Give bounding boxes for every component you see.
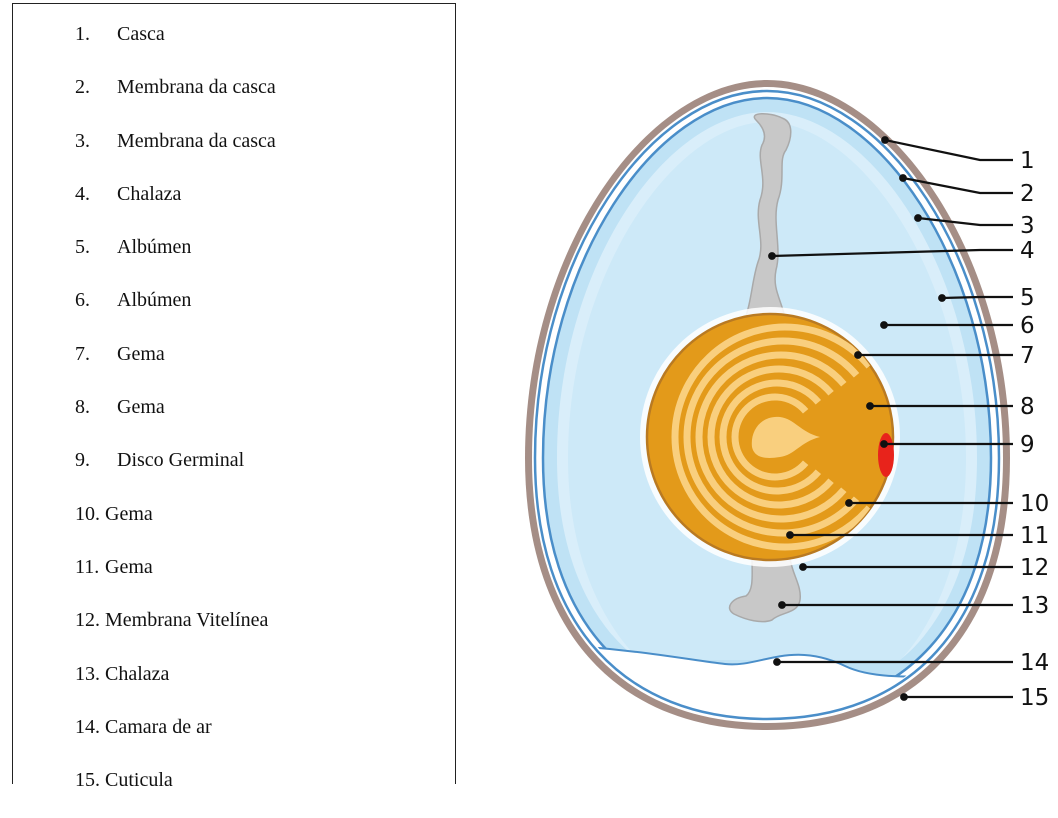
leader-dot bbox=[769, 253, 775, 259]
leader-dot bbox=[867, 403, 873, 409]
leader-dot bbox=[787, 532, 793, 538]
callout-number: 1 bbox=[1020, 148, 1035, 174]
leader-dot bbox=[800, 564, 806, 570]
leader-line bbox=[942, 297, 1013, 298]
callout-number: 2 bbox=[1020, 181, 1035, 207]
germinal-disc bbox=[878, 433, 894, 477]
callout-number: 6 bbox=[1020, 313, 1035, 339]
leader-dot bbox=[939, 295, 945, 301]
leader-dot bbox=[846, 500, 852, 506]
callout-number: 13 bbox=[1020, 593, 1049, 619]
leader-dot bbox=[855, 352, 861, 358]
leader-dot bbox=[881, 322, 887, 328]
leader-dot bbox=[779, 602, 785, 608]
callout-number: 9 bbox=[1020, 432, 1035, 458]
leader-dot bbox=[901, 694, 907, 700]
callout-number: 7 bbox=[1020, 343, 1035, 369]
leader-dot bbox=[915, 215, 921, 221]
leader-dot bbox=[900, 175, 906, 181]
callout-number: 8 bbox=[1020, 394, 1035, 420]
callout-number: 4 bbox=[1020, 238, 1035, 264]
leader-dot bbox=[881, 441, 887, 447]
callout-number: 14 bbox=[1020, 650, 1049, 676]
leader-dot bbox=[774, 659, 780, 665]
callout-number: 11 bbox=[1020, 523, 1049, 549]
callout-number: 15 bbox=[1020, 685, 1049, 711]
callout-number: 10 bbox=[1020, 491, 1049, 517]
callout-number: 5 bbox=[1020, 285, 1035, 311]
callout-number: 12 bbox=[1020, 555, 1049, 581]
leader-dot bbox=[882, 137, 888, 143]
callout-number: 3 bbox=[1020, 213, 1035, 239]
